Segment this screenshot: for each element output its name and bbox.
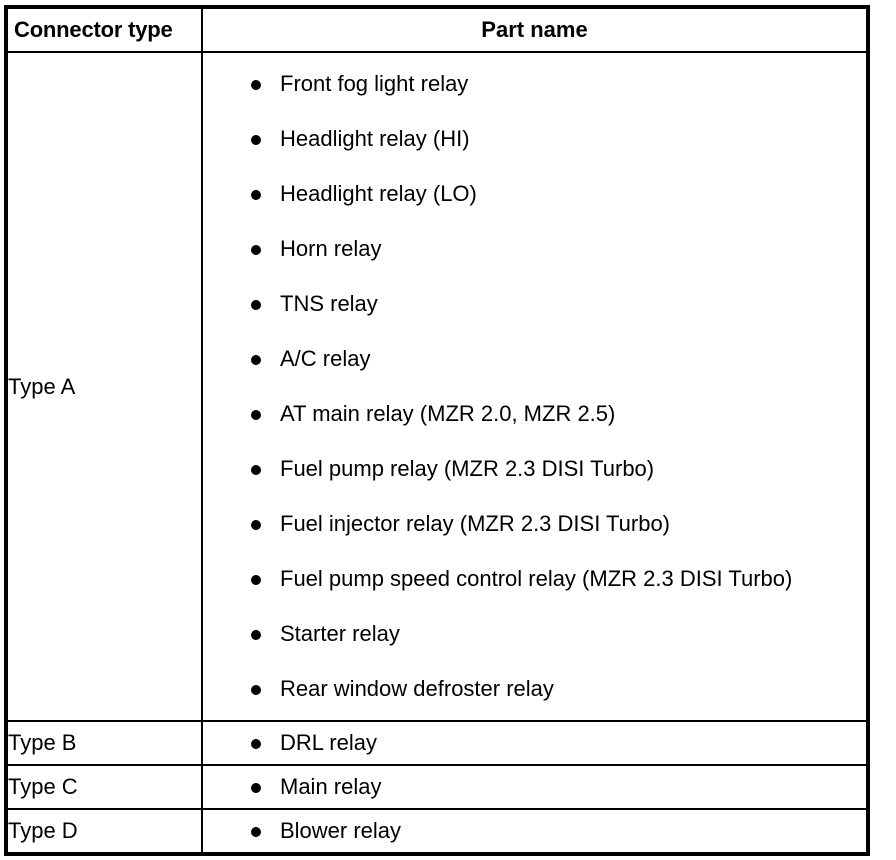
list-item-label: Starter relay bbox=[280, 621, 400, 646]
list-item-label: DRL relay bbox=[280, 730, 377, 755]
list-item-label: Rear window defroster relay bbox=[280, 676, 554, 701]
bullet-icon bbox=[251, 410, 261, 420]
bullet-icon bbox=[251, 465, 261, 475]
bullet-icon bbox=[251, 520, 261, 530]
connector-type-label: Type D bbox=[5, 808, 203, 855]
list-item-label: Blower relay bbox=[280, 818, 402, 843]
part-name-cell: DRL relay bbox=[201, 720, 869, 766]
list-item-label: Horn relay bbox=[280, 236, 382, 261]
bullet-icon bbox=[251, 827, 261, 837]
list-item-label: AT main relay (MZR 2.0, MZR 2.5) bbox=[280, 401, 616, 426]
bullet-icon bbox=[251, 630, 261, 640]
bullet-icon bbox=[251, 80, 261, 90]
part-name-cell: Blower relay bbox=[201, 808, 869, 855]
list-item: Headlight relay (HI) bbox=[203, 124, 866, 154]
table-row: Type B DRL relay bbox=[5, 720, 869, 766]
relay-connector-table: Connector type Part name Type A Front fo… bbox=[4, 5, 870, 856]
list-item-label: TNS relay bbox=[280, 291, 378, 316]
list-item: TNS relay bbox=[203, 289, 866, 319]
list-item: A/C relay bbox=[203, 344, 866, 374]
list-item-label: Headlight relay (LO) bbox=[280, 181, 477, 206]
part-name-list: DRL relay bbox=[203, 722, 866, 764]
list-item: Blower relay bbox=[203, 810, 866, 852]
list-item: Front fog light relay bbox=[203, 69, 866, 99]
list-item-label: Fuel injector relay (MZR 2.3 DISI Turbo) bbox=[280, 511, 671, 536]
part-name-list: Front fog light relay Headlight relay (H… bbox=[203, 53, 866, 720]
table-row: Type D Blower relay bbox=[5, 808, 869, 855]
bullet-icon bbox=[251, 300, 261, 310]
column-header-part-name: Part name bbox=[201, 6, 869, 53]
part-name-cell: Main relay bbox=[201, 764, 869, 810]
list-item: Headlight relay (LO) bbox=[203, 179, 866, 209]
bullet-icon bbox=[251, 739, 261, 749]
bullet-icon bbox=[251, 575, 261, 585]
list-item-label: Main relay bbox=[280, 774, 382, 799]
bullet-icon bbox=[251, 190, 261, 200]
list-item: Fuel pump speed control relay (MZR 2.3 D… bbox=[203, 564, 866, 594]
table-row: Type C Main relay bbox=[5, 764, 869, 810]
bullet-icon bbox=[251, 783, 261, 793]
list-item: Fuel pump relay (MZR 2.3 DISI Turbo) bbox=[203, 454, 866, 484]
connector-type-label: Type B bbox=[5, 720, 203, 766]
bullet-icon bbox=[251, 685, 261, 695]
list-item: Fuel injector relay (MZR 2.3 DISI Turbo) bbox=[203, 509, 866, 539]
connector-type-label: Type C bbox=[5, 764, 203, 810]
list-item: Horn relay bbox=[203, 234, 866, 264]
list-item-label: A/C relay bbox=[280, 346, 371, 371]
list-item: Main relay bbox=[203, 766, 866, 808]
list-item: DRL relay bbox=[203, 722, 866, 764]
column-header-connector-type: Connector type bbox=[5, 6, 203, 53]
list-item-label: Fuel pump speed control relay (MZR 2.3 D… bbox=[280, 566, 793, 591]
list-item-label: Front fog light relay bbox=[280, 71, 469, 96]
part-name-cell: Front fog light relay Headlight relay (H… bbox=[201, 51, 869, 722]
list-item: Rear window defroster relay bbox=[203, 674, 866, 704]
part-name-list: Main relay bbox=[203, 766, 866, 808]
table-row: Type A Front fog light relay Headlight r… bbox=[5, 51, 869, 722]
connector-type-label: Type A bbox=[5, 51, 203, 722]
table-body: Type A Front fog light relay Headlight r… bbox=[5, 51, 869, 855]
part-name-list: Blower relay bbox=[203, 810, 866, 852]
list-item-label: Fuel pump relay (MZR 2.3 DISI Turbo) bbox=[280, 456, 655, 481]
table-header-row: Connector type Part name bbox=[5, 6, 869, 53]
bullet-icon bbox=[251, 355, 261, 365]
list-item: AT main relay (MZR 2.0, MZR 2.5) bbox=[203, 399, 866, 429]
list-item: Starter relay bbox=[203, 619, 866, 649]
list-item-label: Headlight relay (HI) bbox=[280, 126, 470, 151]
bullet-icon bbox=[251, 135, 261, 145]
bullet-icon bbox=[251, 245, 261, 255]
table-header: Connector type Part name bbox=[5, 6, 869, 53]
